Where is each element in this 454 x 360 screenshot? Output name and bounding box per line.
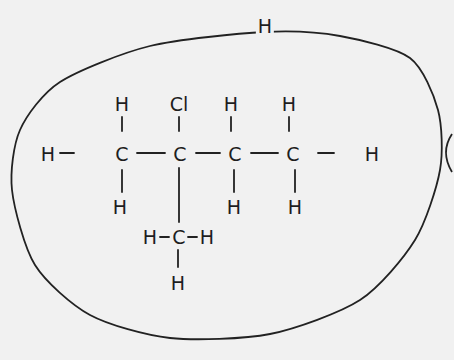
bracket-mark [446, 134, 452, 172]
bond-line [318, 152, 334, 154]
atom-symbol: C [226, 144, 243, 165]
bond-line [233, 170, 235, 192]
enclosing-loop [11, 32, 441, 340]
bond-line [60, 152, 74, 154]
atom-symbol: Cl [168, 94, 191, 115]
bond-line [230, 117, 232, 131]
atom-symbol: H [141, 227, 159, 248]
atom-symbol: H [198, 227, 216, 248]
bond-line [177, 250, 179, 267]
bond-line [160, 236, 169, 238]
bond-line [196, 152, 220, 154]
bond-line [137, 152, 165, 154]
atom-symbol: H [363, 144, 381, 165]
atom-symbol: H [225, 197, 243, 218]
atom-symbol: C [170, 227, 187, 248]
atom-symbol: H [256, 16, 274, 37]
bond-line [288, 117, 290, 131]
bond-line [178, 117, 180, 131]
atom-symbol: H [169, 273, 187, 294]
atom-symbol: C [113, 144, 130, 165]
bond-line [294, 170, 296, 192]
atom-symbol: H [280, 94, 298, 115]
atom-symbol: H [286, 197, 304, 218]
bond-line [251, 152, 278, 154]
atom-symbol: C [171, 144, 188, 165]
bond-line [121, 117, 123, 131]
bond-line [121, 170, 123, 192]
atom-symbol: H [222, 94, 240, 115]
bond-line [178, 168, 180, 222]
atom-symbol: H [113, 94, 131, 115]
bond-line [188, 236, 197, 238]
atom-symbol: H [39, 144, 57, 165]
atom-symbol: C [284, 144, 301, 165]
atom-symbol: H [111, 197, 129, 218]
